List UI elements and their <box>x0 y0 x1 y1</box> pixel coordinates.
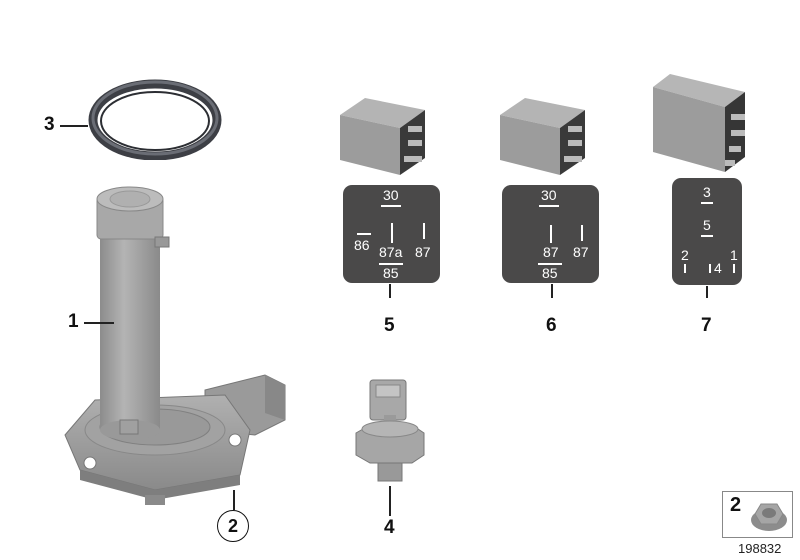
relay-6-pinout: 30 87 87 85 <box>502 185 599 283</box>
relay-5-illustration <box>340 98 425 175</box>
pin-5: 5 <box>703 217 711 233</box>
leader-line-4 <box>389 486 391 516</box>
relay-7-pinout: 3 5 2 4 1 <box>672 178 742 285</box>
callout-5: 5 <box>384 315 395 336</box>
pin-87-right: 87 <box>573 244 589 260</box>
callout-6: 6 <box>546 315 557 336</box>
callout-2: 2 <box>217 510 249 542</box>
leader-line-6 <box>551 284 553 298</box>
leader-line-5 <box>389 284 391 298</box>
leader-line-1 <box>84 322 114 324</box>
callout-1: 1 <box>68 311 79 332</box>
pin-3: 3 <box>703 184 711 200</box>
pin-1: 1 <box>730 247 738 263</box>
callout-4: 4 <box>384 517 395 538</box>
leader-line-3 <box>60 125 88 127</box>
relay-5-pinout: 30 86 87a 87 85 <box>343 185 440 283</box>
pressure-switch-illustration <box>355 379 425 482</box>
leader-line-2 <box>233 490 235 510</box>
leader-line-7 <box>706 286 708 298</box>
pin-30: 30 <box>383 187 399 203</box>
pin-85: 85 <box>383 265 399 281</box>
pin-2: 2 <box>681 247 689 263</box>
inset-label: 2 <box>730 494 742 516</box>
callout-7: 7 <box>701 315 712 336</box>
pin-87a: 87a <box>379 244 403 260</box>
pin-85: 85 <box>542 265 558 281</box>
inset-hex-nut: 2 <box>722 491 793 538</box>
pin-30: 30 <box>541 187 557 203</box>
relay-6-illustration <box>500 98 585 175</box>
o-ring-illustration <box>88 79 222 160</box>
pin-86: 86 <box>354 237 370 253</box>
hex-nut-icon <box>751 503 787 531</box>
relay-7-illustration <box>653 74 745 172</box>
oil-level-sensor-illustration <box>64 186 286 505</box>
figure-number: 198832 <box>738 541 782 556</box>
pin-87: 87 <box>415 244 431 260</box>
pin-4: 4 <box>714 260 722 276</box>
pin-87-center: 87 <box>543 244 559 260</box>
callout-3: 3 <box>44 114 55 135</box>
